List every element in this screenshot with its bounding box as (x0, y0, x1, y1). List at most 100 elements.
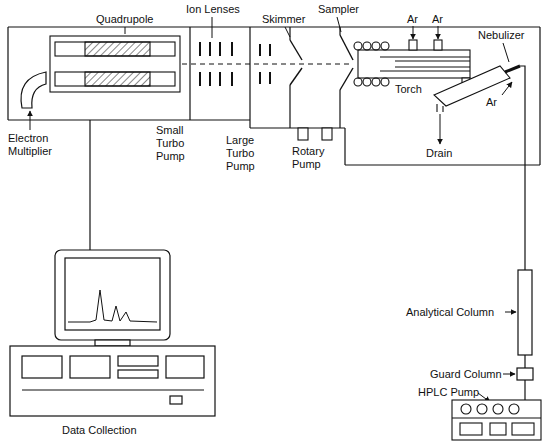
screen (65, 258, 160, 330)
rf-coil (363, 42, 371, 50)
label-text: Drain (426, 147, 452, 159)
leader-arrow (30, 111, 31, 130)
lens-plate (231, 72, 233, 86)
drive-bay (118, 370, 158, 378)
label-text: Ar (486, 96, 497, 108)
skimmer-cone (290, 68, 302, 85)
pump-knob (477, 404, 487, 414)
label-text: Ar (407, 13, 418, 25)
skimmer-wall (289, 27, 290, 40)
label-text: Large Turbo Pump (226, 134, 255, 172)
leader-line (285, 27, 290, 37)
part-label: Rotary Pump (292, 145, 340, 171)
skimmer-cone (290, 40, 302, 60)
lens-plate (231, 42, 233, 56)
label-text: Data Collection (62, 424, 137, 436)
lens-plate (209, 72, 211, 86)
gas-inlet (434, 40, 442, 50)
cones (290, 35, 353, 90)
sample-line (517, 66, 533, 400)
part-label: Ar (432, 13, 443, 26)
drain-tube (442, 106, 443, 112)
signal-cable (89, 120, 90, 250)
drive-bay (22, 356, 62, 378)
sampler-cone (340, 68, 353, 90)
torch (354, 40, 520, 112)
lens-plate (219, 42, 221, 56)
rf-coil (354, 78, 362, 86)
pump-port (322, 128, 332, 140)
housing-wall (345, 164, 540, 165)
quadrupole-housing (50, 36, 180, 92)
part-label: Torch (395, 83, 422, 96)
tubing (524, 380, 525, 400)
pump-panel (452, 417, 541, 418)
part-label: Small Turbo Pump (156, 124, 200, 163)
power-button (170, 396, 182, 404)
computer-base (10, 346, 215, 416)
chamber-wall (189, 27, 190, 120)
pump-port (298, 128, 308, 140)
computer (10, 250, 215, 416)
lens-plate (199, 42, 201, 56)
tubing (520, 66, 525, 270)
housing-wall (8, 119, 250, 120)
nebulizer (505, 66, 520, 72)
drain-arrow (440, 114, 441, 144)
lens-plate (259, 44, 261, 56)
label-text: HPLC Pump (418, 386, 479, 398)
part-label: Ar (407, 13, 418, 26)
lens-plate (269, 72, 271, 84)
torch-tube (395, 66, 470, 67)
leader-arrow (503, 374, 515, 375)
chromatogram (68, 290, 157, 322)
label-text: Guard Column (430, 368, 502, 380)
lens-plate (219, 72, 221, 86)
lens-plate (259, 72, 261, 84)
leader-lines (30, 17, 516, 402)
label-text: Skimmer (262, 13, 305, 25)
gas-arrow (502, 82, 512, 95)
part-label: Ion Lenses (186, 3, 240, 16)
lens-plate (209, 42, 211, 56)
pump-body (452, 400, 541, 440)
sampler-cone (340, 35, 353, 60)
drive-bay (118, 356, 158, 366)
gas-arrow (438, 26, 439, 39)
lens-plate (199, 72, 201, 86)
quadrupole-rod (55, 72, 175, 86)
skimmer-wall (289, 85, 290, 128)
part-label: Nebulizer (478, 29, 524, 42)
ion-beam (182, 64, 350, 65)
drain-tube (436, 104, 437, 112)
torch-tube (380, 56, 470, 57)
lens-plate (269, 44, 271, 56)
part-label: Drain (426, 147, 452, 160)
gas-arrow (413, 26, 414, 39)
part-label: Skimmer (262, 13, 305, 26)
spray-chamber (434, 66, 510, 106)
label-text: Nebulizer (478, 29, 524, 41)
housing-wall (344, 128, 345, 165)
torch-tube (358, 50, 470, 78)
analytical-column (518, 270, 532, 355)
pump-knob (493, 404, 503, 414)
part-label: Large Turbo Pump (226, 134, 270, 173)
leader-line (337, 17, 341, 32)
pump-panel (490, 423, 506, 435)
monitor (55, 250, 170, 340)
gas-inlet (409, 40, 417, 50)
label-text: Ar (432, 13, 443, 25)
rf-coil (372, 78, 380, 86)
housing-wall (539, 27, 540, 165)
label-text: Small Turbo Pump (156, 124, 185, 162)
guard-column (517, 368, 533, 380)
label-text: Analytical Column (406, 306, 494, 318)
torch-tube (380, 70, 470, 71)
part-label: Ar (486, 96, 497, 109)
tubing (524, 355, 525, 368)
panel-line (22, 389, 204, 390)
quadrupole-rod (55, 42, 175, 56)
part-label: Sampler (318, 3, 359, 16)
